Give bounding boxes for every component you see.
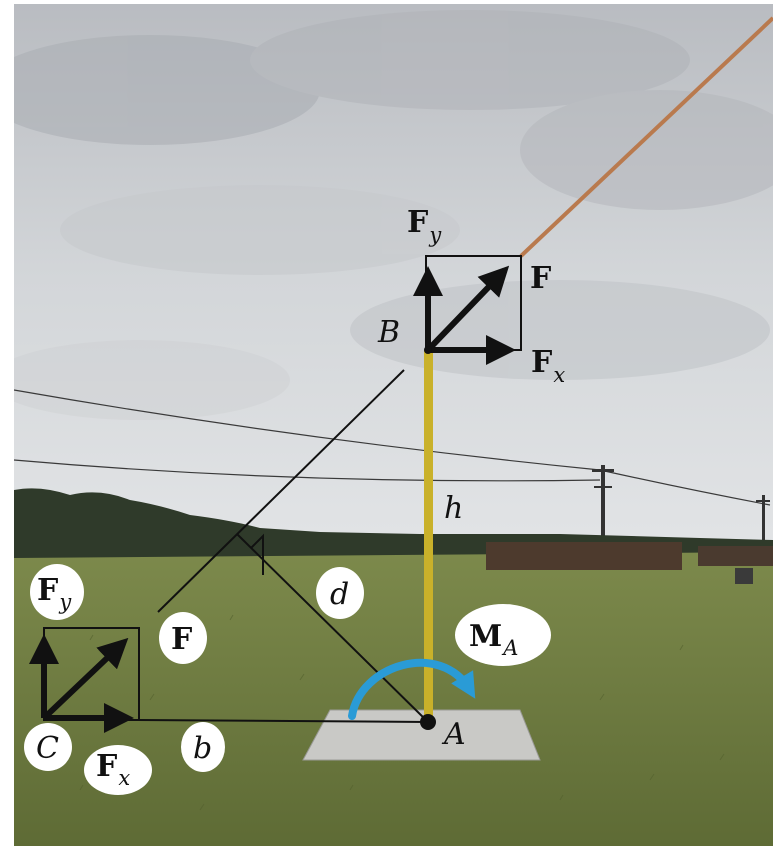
label-fy-left: Fy xyxy=(37,573,72,614)
moment-arm-d xyxy=(236,533,429,723)
label-backgrounds xyxy=(24,564,551,795)
force-box-top xyxy=(413,255,522,365)
label-h: h xyxy=(444,491,463,526)
point-a xyxy=(420,714,436,730)
label-ma: MA xyxy=(469,619,518,660)
white-border-top xyxy=(0,0,773,4)
tree-line xyxy=(14,488,773,558)
distance-b-line xyxy=(137,719,429,723)
oval-c xyxy=(24,723,72,771)
right-angle-marker xyxy=(250,533,264,575)
distant-buildings xyxy=(486,542,773,584)
force-line-of-action xyxy=(157,369,405,613)
label-f-left: F xyxy=(171,622,192,657)
point-b xyxy=(424,346,432,354)
label-fx-top: Fx xyxy=(531,345,565,387)
oval-fx-left xyxy=(84,745,152,795)
label-b-distance: b xyxy=(193,731,212,766)
oval-ma xyxy=(455,604,551,666)
oval-d xyxy=(316,567,364,619)
moment-arrow xyxy=(348,658,476,720)
label-a-point: A xyxy=(441,717,466,752)
oval-b xyxy=(181,722,225,772)
oval-f-left xyxy=(159,612,207,664)
geometry-lines xyxy=(137,369,429,723)
rope xyxy=(519,16,773,258)
f-arrow-top xyxy=(425,265,510,353)
label-c-point: C xyxy=(36,731,59,766)
f-arrow-left xyxy=(41,637,129,721)
white-border-left xyxy=(0,0,14,846)
label-b-point: B xyxy=(377,315,400,350)
force-box-left xyxy=(29,627,140,733)
power-lines xyxy=(13,389,771,506)
label-d: d xyxy=(330,577,349,612)
label-fx-left: Fx xyxy=(96,749,130,790)
post xyxy=(424,350,433,722)
label-f-top: F xyxy=(530,261,551,296)
label-fy-top: Fy xyxy=(407,205,442,247)
ground xyxy=(14,545,773,846)
oval-fy-left xyxy=(30,564,84,620)
utility-poles xyxy=(592,465,770,545)
